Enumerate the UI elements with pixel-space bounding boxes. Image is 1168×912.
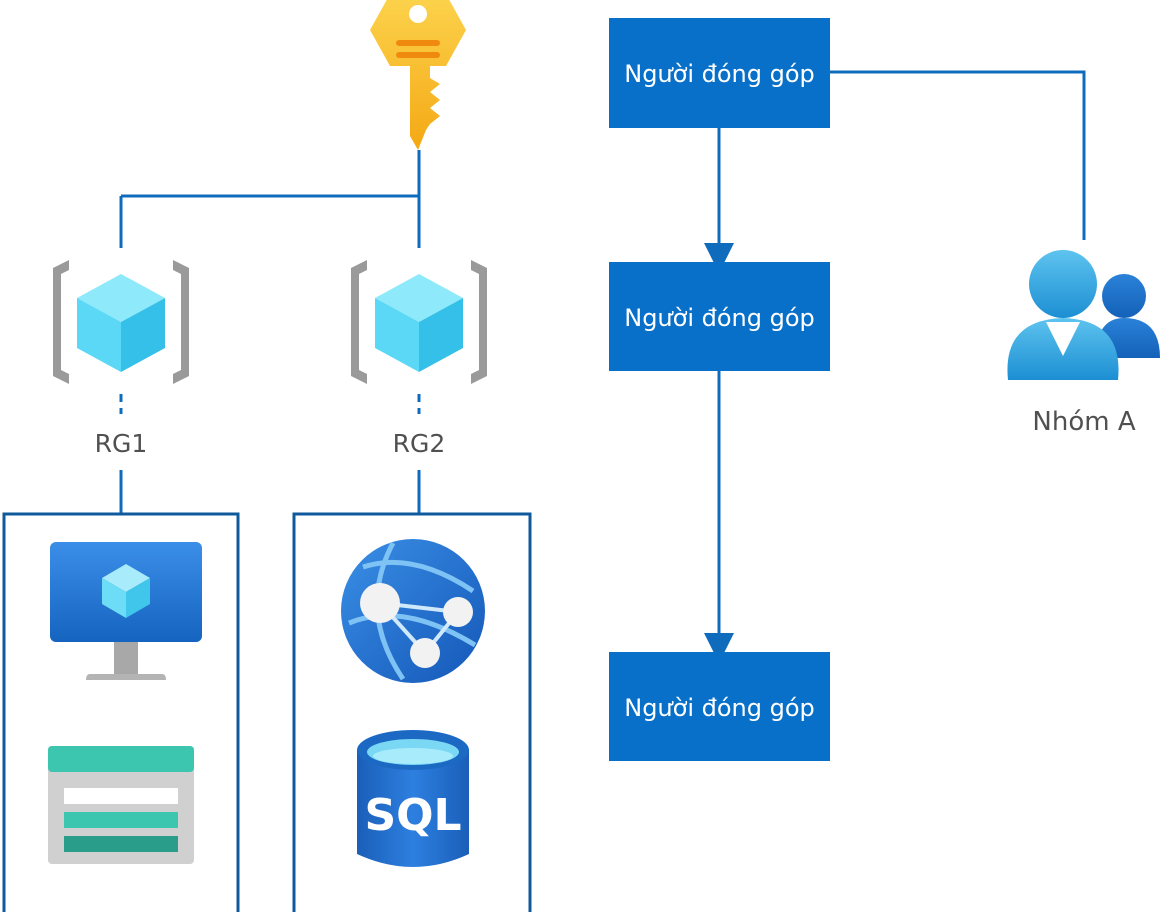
web-app-icon: [341, 539, 485, 683]
resource-group-icon-rg2: [351, 260, 487, 384]
contributor-box-3[interactable]: Người đóng góp: [609, 652, 830, 761]
contributor-box-1[interactable]: Người đóng góp: [609, 18, 830, 128]
storage-account-icon: [48, 746, 194, 864]
sql-database-icon: SQL: [357, 730, 469, 867]
resource-group-icon-rg1: [53, 260, 189, 384]
contributor-box-1-label: Người đóng góp: [624, 60, 815, 88]
rg2-label: RG2: [393, 429, 446, 458]
sql-label: SQL: [364, 790, 461, 841]
rg1-container: [2, 512, 240, 912]
contributor-box-2[interactable]: Người đóng góp: [609, 262, 830, 371]
rg1-label: RG1: [95, 429, 148, 458]
rg2-container: [292, 512, 532, 912]
virtual-machine-icon: [50, 542, 202, 680]
contributor-box-3-label: Người đóng góp: [624, 694, 815, 722]
group-label: Nhóm A: [1032, 407, 1135, 437]
contributor-connectors: [704, 70, 1086, 663]
contributor-box-2-label: Người đóng góp: [624, 304, 815, 332]
key-icon: [370, 0, 466, 150]
user-group-icon: [1007, 250, 1160, 380]
key-connectors: [119, 150, 421, 514]
